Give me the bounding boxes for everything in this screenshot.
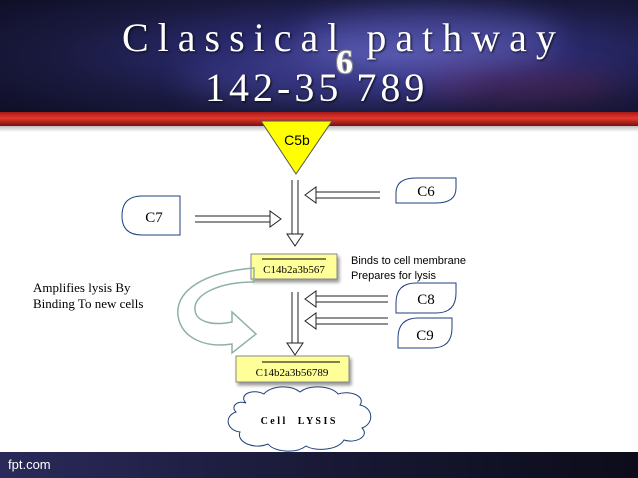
slide-title: Classical pathway	[122, 15, 565, 60]
arrow-complex1-to-complex2	[286, 292, 304, 356]
amplify-curved-arrow	[177, 267, 258, 355]
complex1-box: C14b2a3b567	[250, 253, 338, 280]
slide-subtitle: 142-35 789	[205, 65, 429, 110]
c6-label: C6	[417, 184, 435, 200]
amplify-line1: Amplifies lysis By	[33, 280, 131, 295]
header-red-bar	[0, 112, 638, 126]
arrow-c6-in	[304, 186, 380, 204]
c8-label: C8	[417, 292, 435, 308]
cell-lysis-cloud: C e l l L Y S I S	[227, 386, 372, 452]
footer-brand: fpt.com	[8, 457, 51, 472]
c5b-label: C5b	[284, 132, 310, 148]
c6-node: C6	[395, 177, 457, 204]
c9-node: C9	[397, 317, 453, 349]
annotation-line1: Binds to cell membrane	[351, 255, 466, 267]
slide-footer: fpt.com	[0, 452, 638, 478]
slide-header	[0, 0, 638, 122]
c5b-node: C5b	[260, 120, 333, 175]
arrow-c7-in	[195, 210, 282, 228]
annotation-line2: Prepares for lysis	[351, 270, 436, 282]
amplify-line2: Binding To new cells	[33, 296, 143, 311]
arrow-c5b-to-complex1	[286, 180, 304, 247]
arrow-c8-in	[304, 290, 388, 308]
complex2-label: C14b2a3b56789	[256, 367, 329, 379]
c8-node: C8	[395, 282, 457, 314]
c7-label: C7	[145, 210, 163, 226]
c7-node: C7	[121, 195, 181, 236]
cell-lysis-label: C e l l L Y S I S	[261, 416, 336, 427]
arrow-c9-in	[304, 312, 388, 330]
complex1-label: C14b2a3b567	[263, 264, 325, 276]
c9-label: C9	[416, 328, 434, 344]
title-superscript: 6	[336, 44, 353, 81]
complex2-box: C14b2a3b56789	[235, 355, 350, 383]
